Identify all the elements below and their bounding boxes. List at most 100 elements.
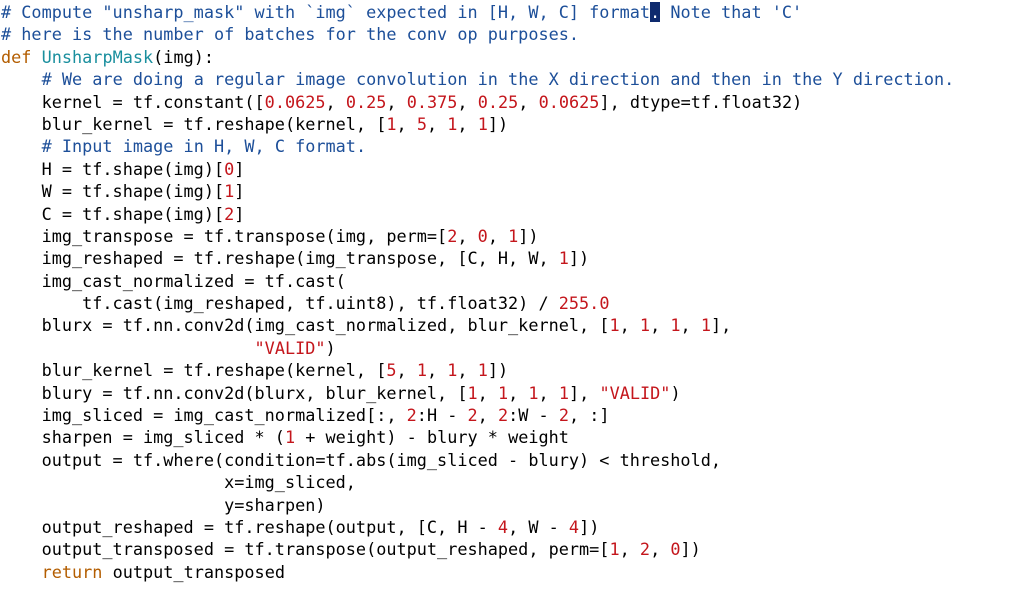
code-text: , <box>538 382 559 403</box>
code-number: 2 <box>639 539 651 560</box>
code-text: ]) <box>487 113 509 134</box>
code-line[interactable]: img_transpose = tf.transpose(img, perm=[… <box>0 225 1024 247</box>
code-text: ) <box>670 382 681 403</box>
code-number: 0 <box>477 225 488 246</box>
code-function-name: UnsharpMask <box>41 46 154 67</box>
code-text: , <box>518 91 539 112</box>
code-line[interactable]: # Compute "unsharp_mask" with `img` expe… <box>0 1 1024 23</box>
code-number: 1 <box>609 315 620 336</box>
code-line[interactable]: H = tf.shape(img)[0] <box>0 158 1024 180</box>
code-line[interactable]: blury = tf.nn.conv2d(blurx, blur_kernel,… <box>0 382 1024 404</box>
code-text: y=sharpen) <box>1 494 326 515</box>
code-text: , W - <box>508 516 569 537</box>
code-text <box>1 136 42 156</box>
code-line[interactable]: blurx = tf.nn.conv2d(img_cast_normalized… <box>0 314 1024 336</box>
code-line[interactable]: W = tf.shape(img)[1] <box>0 180 1024 202</box>
code-text: img_transpose = tf.transpose(img, perm=[ <box>1 225 448 246</box>
code-line[interactable]: # We are doing a regular image convoluti… <box>0 68 1024 90</box>
code-number: 0 <box>224 158 235 179</box>
code-number: 1 <box>447 113 458 134</box>
code-text <box>1 338 255 358</box>
code-line[interactable]: img_cast_normalized = tf.cast( <box>0 270 1024 292</box>
code-string: "VALID" <box>599 382 671 403</box>
code-line[interactable]: "VALID") <box>0 337 1024 359</box>
code-text: H = tf.shape(img)[ <box>1 158 225 179</box>
code-text: , <box>680 315 701 336</box>
code-text: , <box>457 113 478 134</box>
code-line[interactable]: # here is the number of batches for the … <box>0 23 1024 45</box>
code-line[interactable]: C = tf.shape(img)[2] <box>0 203 1024 225</box>
code-text: ]) <box>680 539 701 560</box>
code-line[interactable]: img_sliced = img_cast_normalized[:, 2:H … <box>0 404 1024 426</box>
code-line[interactable]: output_reshaped = tf.reshape(output, [C,… <box>0 516 1024 538</box>
code-number: 0 <box>670 539 681 560</box>
code-number: 1 <box>477 360 488 381</box>
code-text: + weight) - blury * weight <box>295 427 569 448</box>
code-text: , <box>477 405 498 426</box>
code-text: , :] <box>569 405 610 426</box>
code-number: 0.25 <box>477 91 519 112</box>
code-text: tf.cast(img_reshaped, tf.uint8), tf.floa… <box>1 293 559 314</box>
code-text: blury = tf.nn.conv2d(blurx, blur_kernel,… <box>1 382 468 403</box>
code-text: :H - <box>416 405 468 426</box>
code-line[interactable]: sharpen = img_sliced * (1 + weight) - bl… <box>0 426 1024 448</box>
code-text: , <box>426 113 448 134</box>
code-number: 1 <box>558 382 569 403</box>
code-text: sharpen = img_sliced * ( <box>1 427 285 448</box>
code-line[interactable]: def UnsharpMask(img): <box>0 46 1024 68</box>
code-line[interactable]: kernel = tf.constant([0.0625, 0.25, 0.37… <box>0 91 1024 113</box>
code-text: ) <box>325 337 336 358</box>
code-text: ]) <box>487 360 509 381</box>
code-number: 1 <box>447 360 458 381</box>
code-number: 2 <box>447 225 458 246</box>
code-number: 0.0625 <box>264 91 326 112</box>
code-line[interactable]: tf.cast(img_reshaped, tf.uint8), tf.floa… <box>0 292 1024 314</box>
code-text: ]) <box>568 248 590 269</box>
code-number: 2 <box>224 203 235 224</box>
code-number: 1 <box>416 360 427 381</box>
code-line[interactable]: x=img_sliced, <box>0 471 1024 493</box>
code-comment: # Compute "unsharp_mask" with `img` expe… <box>1 2 651 22</box>
code-number: 2 <box>467 405 478 426</box>
code-text: ], dtype=tf.float32) <box>599 91 803 112</box>
code-text: , <box>619 315 640 336</box>
code-line[interactable]: blur_kernel = tf.reshape(kernel, [1, 5, … <box>0 113 1024 135</box>
code-number: 5 <box>416 113 427 134</box>
code-line[interactable]: output = tf.where(condition=tf.abs(img_s… <box>0 449 1024 471</box>
code-text: W = tf.shape(img)[ <box>1 181 225 202</box>
code-text: ], <box>569 382 600 403</box>
code-line[interactable]: output_transposed = tf.transpose(output_… <box>0 538 1024 560</box>
code-text: ] <box>234 158 245 179</box>
code-text: , <box>619 539 640 560</box>
code-line[interactable]: img_reshaped = tf.reshape(img_transpose,… <box>0 247 1024 269</box>
code-number: 1 <box>700 315 711 336</box>
code-line[interactable]: y=sharpen) <box>0 494 1024 516</box>
code-line[interactable]: # Input image in H, W, C format. <box>0 135 1024 157</box>
code-text: output = tf.where(condition=tf.abs(img_s… <box>1 449 721 470</box>
code-line[interactable]: return output_transposed <box>0 561 1024 583</box>
code-text: img_reshaped = tf.reshape(img_transpose,… <box>1 248 559 269</box>
code-number: 5 <box>386 360 397 381</box>
code-comment: # here is the number of batches for the … <box>1 24 580 45</box>
code-text <box>1 69 42 89</box>
code-line[interactable]: blur_kernel = tf.reshape(kernel, [5, 1, … <box>0 359 1024 381</box>
code-number: 0.25 <box>345 91 387 112</box>
code-number: 2 <box>497 405 509 426</box>
code-text <box>31 47 41 67</box>
code-text: , <box>325 91 346 112</box>
code-text: , <box>426 360 448 381</box>
code-number: 1 <box>477 113 488 134</box>
code-number: 4 <box>568 516 580 537</box>
code-text: , <box>396 113 417 134</box>
code-text: img_sliced = img_cast_normalized[:, <box>1 405 407 426</box>
code-text: , <box>508 382 529 403</box>
code-number: 1 <box>670 315 681 336</box>
code-number: 1 <box>528 382 539 403</box>
code-text: blurx = tf.nn.conv2d(img_cast_normalized… <box>1 315 610 336</box>
code-number: 1 <box>639 315 651 336</box>
code-text: ]) <box>518 225 539 246</box>
code-number: 1 <box>558 248 569 269</box>
code-comment: Note that 'C' <box>660 2 803 22</box>
code-number: 0.0625 <box>538 91 600 112</box>
